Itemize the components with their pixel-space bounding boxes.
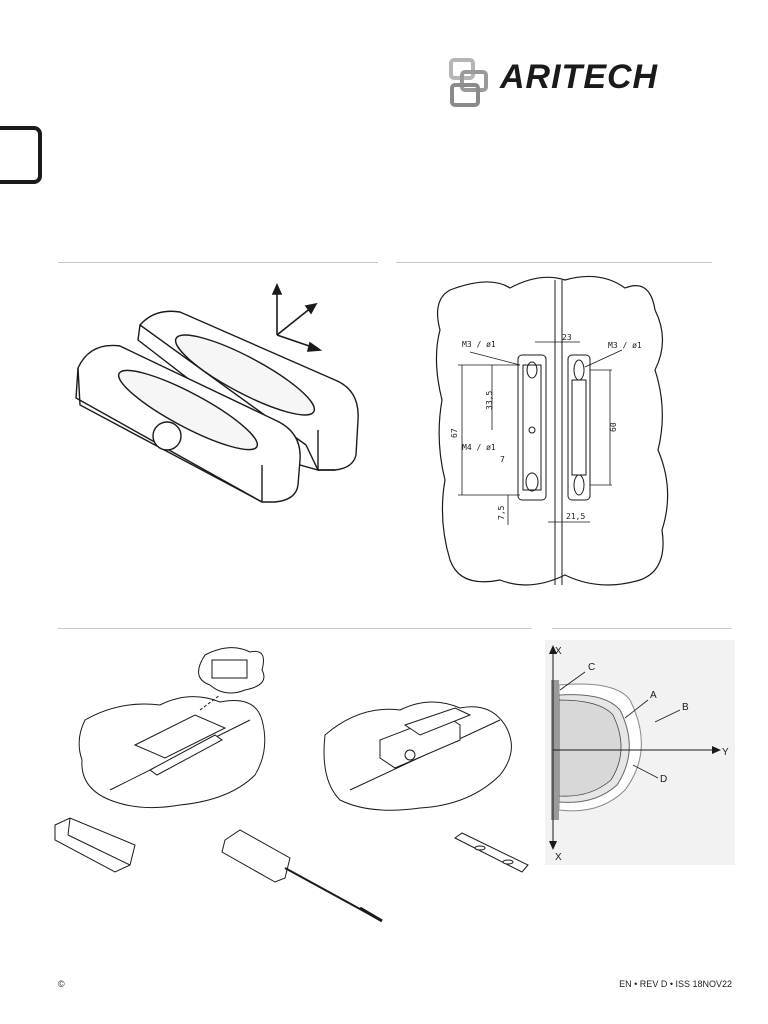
section-rule-bottom-right: [552, 628, 732, 629]
orientation-axes-icon: [271, 283, 323, 352]
section-rule-top-right: [396, 262, 712, 263]
brand-name: ARITECH: [500, 58, 659, 96]
mounting-step-two: [323, 701, 512, 811]
zone-label-c: C: [588, 662, 595, 673]
zone-label-d: D: [660, 774, 667, 785]
figure-device-perspective: [75, 283, 359, 503]
dimension-lines: [458, 341, 623, 525]
zone-label-b: B: [682, 702, 689, 713]
label-left-screw: M3 / ø1: [462, 340, 496, 349]
label-gap: 23: [562, 333, 572, 342]
section-rule-top-left: [58, 262, 378, 263]
label-lower-screw: M4 / ø1: [462, 443, 496, 452]
label-width: 21,5: [566, 512, 585, 521]
screwdriver-step: [221, 829, 383, 923]
mounting-plate: [454, 832, 529, 873]
label-angle: 7: [500, 455, 505, 464]
label-total-height: 67: [450, 428, 459, 438]
magnet-outline: [567, 354, 591, 501]
cover-part: [54, 817, 136, 873]
figure-installation: [54, 647, 529, 923]
axis-label-x-top: X: [555, 646, 562, 657]
footer-revision: EN • REV D • ISS 18NOV22: [619, 979, 732, 989]
figure-dimensions: M3 / ø1 M3 / ø1 M4 / ø1 23 33,5 67 7 7,5…: [435, 275, 669, 586]
axis-label-y: Y: [722, 747, 729, 758]
figure-detection-zones: X X Y C A B D: [545, 640, 735, 865]
footer-copyright: ©: [58, 979, 65, 989]
logo-icon: [449, 58, 488, 107]
sensor-body: [75, 344, 301, 503]
label-height-right: 60: [609, 422, 618, 432]
magnet-body: [137, 310, 359, 471]
axis-label-x-bottom: X: [555, 852, 562, 863]
label-height-left: 33,5: [485, 391, 494, 410]
mounting-step-one: [78, 694, 266, 809]
sensor-outline: [517, 354, 547, 501]
zone-label-a: A: [650, 690, 657, 701]
zone-d-shape: [558, 699, 622, 797]
label-bottom-offset: 7,5: [497, 505, 506, 520]
page-tab-marker: [0, 126, 42, 184]
label-right-screw: M3 / ø1: [608, 341, 642, 350]
section-rule-bottom-left: [58, 628, 532, 629]
detail-inset: [198, 647, 265, 694]
